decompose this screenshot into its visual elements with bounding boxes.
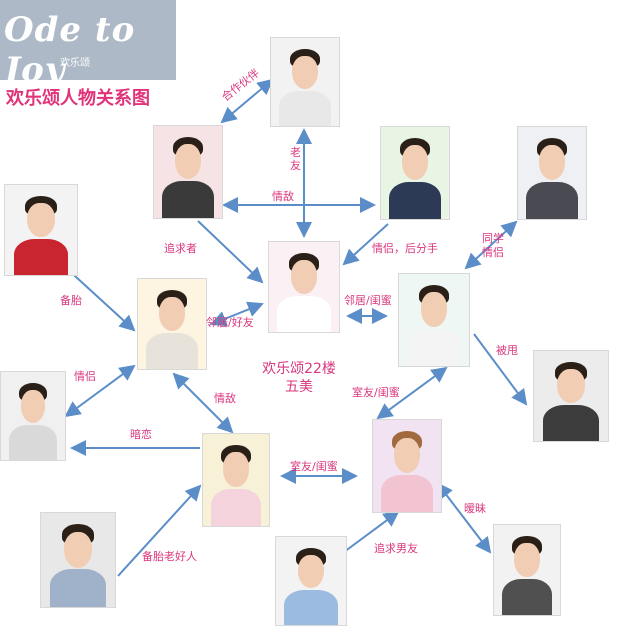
logo-subtitle: 欢乐颂 [60,58,90,69]
edge-ambiguous [436,482,492,554]
edge-backup [63,265,136,332]
label-backup-nice-guy: 备胎老好人 [142,550,197,563]
center-label-line2: 五美 [285,379,313,395]
label-courting: 追求男友 [374,542,418,555]
label-rival-top: 情敌 [272,190,294,203]
edge-partner [220,78,274,124]
center-label: 欢乐颂22楼 五美 [249,360,349,396]
label-neighbor-friend: 邻居/好友 [206,316,254,329]
portrait-dumped-man [533,350,609,442]
portrait-ambiguous-man [493,524,561,616]
edge-classmates-lovers [464,220,518,270]
label-ambiguous: 暧昧 [464,502,486,515]
label-crush: 暗恋 [130,428,152,441]
portrait-qiu-yingying [202,433,270,527]
portrait-tan-zongming [153,125,223,219]
portrait-fan-shengmei [137,278,207,370]
portrait-nice-guy [40,512,116,608]
label-dumped: 被甩 [496,344,518,357]
edge-neighbor-friend [210,301,264,327]
edge-lover-breakup [342,223,389,266]
edge-courting [343,510,400,553]
label-pursuer: 追求者 [164,242,197,255]
edge-rival-mid [172,372,234,434]
label-neighbor-bestie: 邻居/闺蜜 [344,294,392,307]
label-old-friend: 老友 [290,146,301,172]
label-backup: 备胎 [60,294,82,307]
label-roommate-bestie: 室友/闺蜜 [352,386,400,399]
portrait-courting-man [275,536,347,626]
edge-backup-nice-guy [117,484,202,577]
logo-text: Ode to Joy [4,10,136,90]
diagram-title: 欢乐颂人物关系图 [6,88,150,109]
label-lovers: 情侣 [74,370,96,383]
portrait-wang-boss [380,126,450,220]
edge-pursuer [197,220,264,284]
portrait-backup-man [4,184,78,276]
portrait-partner [270,37,340,127]
portrait-qu-xiaoxiao [398,273,470,367]
edge-lovers [64,364,136,418]
label-roommate-bestie2: 室友/闺蜜 [290,460,338,473]
portrait-lover-left [0,371,66,461]
center-label-line1: 欢乐颂22楼 [262,361,336,377]
edge-dumped [473,333,528,406]
portrait-guan-ju-er [372,419,442,513]
logo: Ode to Joy 欢乐颂 [0,0,176,90]
portrait-classmate-lover [517,126,587,220]
label-lover-breakup: 情侣，后分手 [372,242,438,255]
label-rival-mid: 情敌 [214,392,236,405]
label-classmates-lovers: 同学 情侣 [482,232,504,259]
portrait-andy [268,241,340,333]
edge-roommate-bestie [376,366,448,420]
